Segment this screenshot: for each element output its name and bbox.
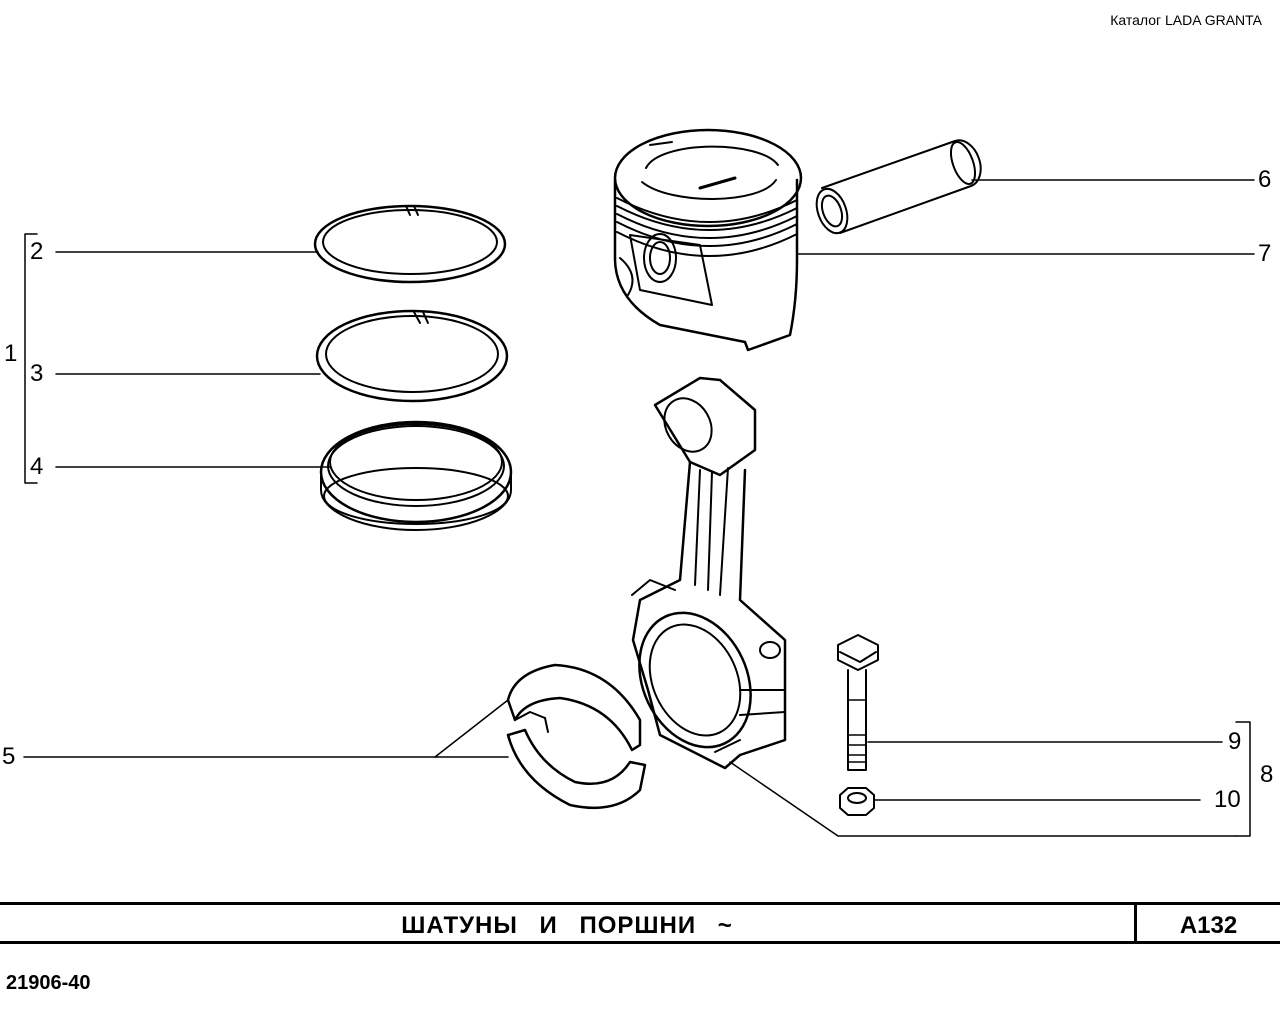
leader-8 (729, 761, 1237, 837)
piston-ring-3 (315, 309, 509, 403)
footer-number: 21906-40 (6, 972, 91, 994)
rod-bolt-9 (837, 634, 879, 771)
title-bar: ШАТУНЫ И ПОРШНИ ~ A132 (0, 902, 1280, 944)
oil-ring-4 (319, 420, 513, 531)
catalog-label: Каталог LADA GRANTA (1110, 12, 1262, 28)
connecting-rod (631, 376, 787, 770)
group-1-bracket (24, 233, 38, 484)
piston-7 (613, 128, 803, 352)
page-title: ШАТУНЫ И ПОРШНИ ~ (401, 912, 733, 939)
callout-10: 10 (1214, 786, 1241, 813)
leader-5 (23, 699, 509, 758)
callout-4: 4 (30, 453, 44, 480)
title-divider (1134, 905, 1137, 941)
bearing-shells-5 (506, 663, 647, 810)
callout-7: 7 (1258, 240, 1272, 267)
callout-3: 3 (30, 360, 44, 387)
group-8-bracket (1235, 721, 1251, 837)
callout-6: 6 (1258, 166, 1272, 193)
callout-2: 2 (30, 238, 44, 265)
page-code: A132 (1179, 912, 1238, 939)
callout-9: 9 (1228, 728, 1242, 755)
callout-5: 5 (2, 743, 16, 770)
piston-pin-6 (815, 139, 982, 235)
callout-1: 1 (4, 340, 18, 367)
callout-8: 8 (1260, 761, 1274, 788)
piston-ring-2 (313, 204, 507, 284)
rod-nut-10 (839, 787, 875, 816)
